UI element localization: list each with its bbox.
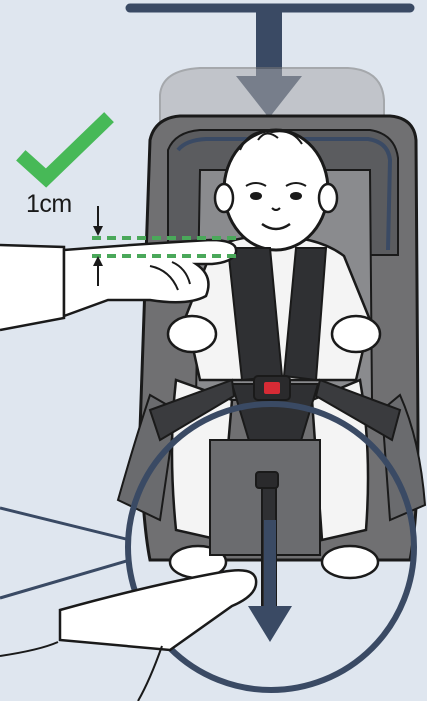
- harness-buckle: [254, 376, 290, 400]
- checkmark-icon: [26, 122, 104, 178]
- gap-measurement-label: 1cm: [26, 190, 72, 219]
